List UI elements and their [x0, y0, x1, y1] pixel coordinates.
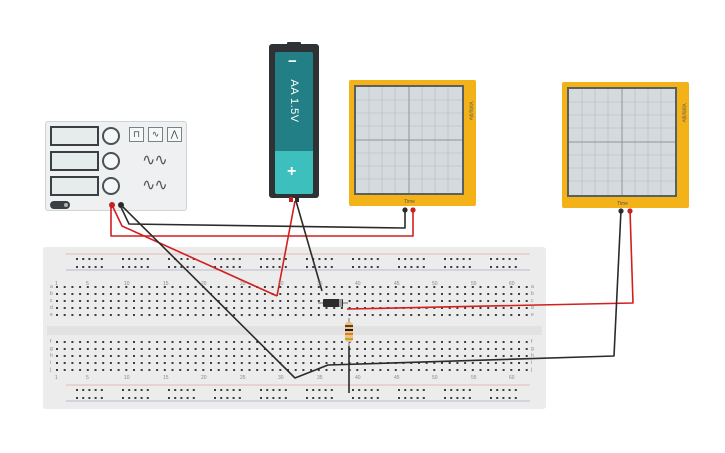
sine-wave-icon: ∿∿ — [142, 152, 168, 169]
row-letter: d — [50, 305, 53, 311]
row-letter: g — [531, 346, 534, 352]
column-number: 40 — [355, 375, 361, 381]
oscilloscope-1[interactable]: Volts/div Time — [349, 80, 476, 206]
column-number: 20 — [201, 281, 207, 287]
column-number: 5 — [86, 281, 89, 287]
oscilloscope-grid — [569, 89, 675, 195]
row-letter: c — [531, 298, 534, 304]
row-letter: b — [531, 291, 534, 297]
row-letter: h — [50, 353, 53, 359]
column-number: 35 — [317, 281, 323, 287]
column-number: 55 — [471, 281, 477, 287]
row-letter: g — [50, 346, 53, 352]
battery-positive-band — [275, 151, 313, 194]
amplitude-display — [50, 151, 99, 171]
row-letter: f — [531, 339, 533, 345]
offset-display — [50, 176, 99, 196]
column-number: 45 — [394, 281, 400, 287]
resistor[interactable] — [345, 318, 353, 346]
row-letter: e — [531, 312, 534, 318]
column-number: 10 — [124, 375, 130, 381]
column-number: 30 — [278, 281, 284, 287]
column-number: 45 — [394, 375, 400, 381]
row-letter: a — [50, 284, 53, 290]
row-letter: a — [531, 284, 534, 290]
row-letter: b — [50, 291, 53, 297]
column-number: 15 — [163, 375, 169, 381]
time-label: Time — [617, 201, 628, 207]
oscilloscope-screen — [567, 87, 677, 197]
row-letter: i — [531, 360, 533, 366]
oscilloscope-screen — [354, 85, 464, 195]
oscilloscope-2[interactable]: Volts/div Time — [562, 82, 689, 208]
column-number: 25 — [240, 281, 246, 287]
column-number: 40 — [355, 281, 361, 287]
row-letter: j — [531, 367, 533, 373]
breadboard-center-channel — [47, 326, 542, 335]
column-number: 25 — [240, 375, 246, 381]
battery-minus-label: − — [288, 53, 297, 70]
column-number: 50 — [432, 375, 438, 381]
power-switch-knob — [64, 203, 68, 207]
terminals[interactable] — [109, 197, 633, 214]
frequency-knob[interactable] — [102, 127, 120, 145]
diode[interactable] — [318, 299, 348, 307]
square-wave-button[interactable]: ⊓ — [129, 127, 144, 142]
battery-plus-label: + — [287, 163, 297, 180]
column-number: 10 — [124, 281, 130, 287]
column-number: 1 — [55, 375, 58, 381]
column-number: 60 — [509, 375, 515, 381]
sine-wave-icon: ∿∿ — [142, 177, 168, 194]
sine-wave-button[interactable]: ∿ — [148, 127, 163, 142]
row-letter: f — [50, 339, 52, 345]
red-wires[interactable] — [110, 200, 634, 310]
time-label: Time — [404, 199, 415, 205]
oscilloscope-grid — [356, 87, 462, 193]
amplitude-knob[interactable] — [102, 152, 120, 170]
row-letter: i — [50, 360, 52, 366]
column-number: 5 — [86, 375, 89, 381]
offset-knob[interactable] — [102, 177, 120, 195]
row-letter: d — [531, 305, 534, 311]
row-letter: c — [50, 298, 53, 304]
row-letter: j — [50, 367, 52, 373]
black-wires[interactable] — [119, 200, 622, 393]
column-number: 50 — [432, 281, 438, 287]
column-number: 60 — [509, 281, 515, 287]
triangle-wave-button[interactable]: ⋀ — [167, 127, 182, 142]
column-number: 15 — [163, 281, 169, 287]
function-generator[interactable]: ⊓ ∿ ⋀ ∿∿ ∿∿ — [45, 121, 187, 211]
frequency-display — [50, 126, 99, 146]
column-number: 1 — [55, 281, 58, 287]
row-letter: h — [531, 353, 534, 359]
column-number: 30 — [278, 375, 284, 381]
power-switch[interactable] — [50, 201, 70, 209]
column-number: 35 — [317, 375, 323, 381]
row-letter: e — [50, 312, 53, 318]
column-number: 20 — [201, 375, 207, 381]
column-number: 55 — [471, 375, 477, 381]
